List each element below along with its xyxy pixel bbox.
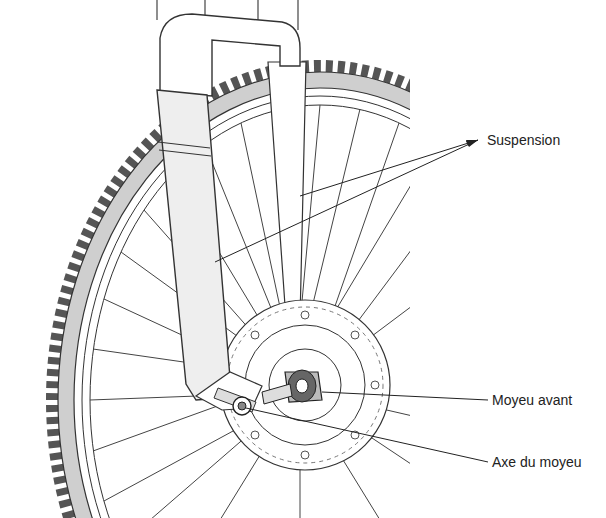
part-label: Suspension bbox=[487, 132, 560, 148]
wheel bbox=[52, 62, 410, 518]
fork-slider bbox=[157, 90, 230, 400]
fork-crown bbox=[160, 14, 300, 96]
tire bbox=[58, 72, 410, 518]
rim bbox=[82, 96, 410, 518]
arrow-head bbox=[466, 140, 478, 147]
leader-lines bbox=[215, 140, 488, 462]
fork-seam bbox=[158, 142, 210, 148]
part-label: Axe du moyeu bbox=[492, 454, 582, 470]
tire-knobs bbox=[52, 66, 410, 518]
fork-seam bbox=[159, 150, 211, 156]
front-hub bbox=[262, 370, 322, 404]
fork-leg-rear bbox=[268, 62, 306, 320]
axle-quick-release bbox=[196, 372, 262, 415]
part-label: Moyeu avant bbox=[492, 392, 572, 408]
rim-inner bbox=[90, 105, 410, 518]
tire-inner bbox=[74, 88, 410, 518]
arrow-head bbox=[466, 140, 478, 146]
spokes bbox=[90, 105, 410, 518]
